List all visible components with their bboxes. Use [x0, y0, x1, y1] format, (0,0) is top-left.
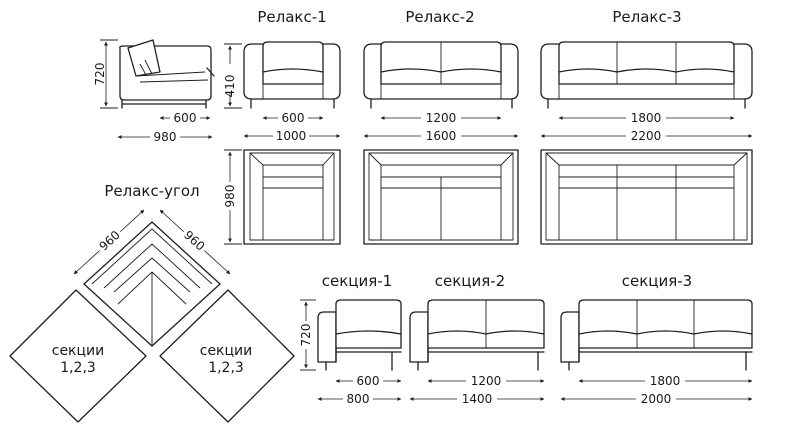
relax-2-width-label: 1600: [426, 129, 457, 143]
title-section-3: секция-3: [622, 272, 692, 290]
title-relax-1: Релакс-1: [257, 8, 326, 26]
relax-3-inner-width-label: 1800: [631, 111, 662, 125]
title-section-1: секция-1: [322, 272, 392, 290]
side-view-drawing: [119, 39, 215, 109]
corner-right-section-block: [159, 289, 295, 423]
side-seat-depth-label: 600: [174, 111, 197, 125]
corner-right-label-line2: 1,2,3: [208, 360, 244, 376]
relax-1-inner-width-label: 600: [282, 111, 305, 125]
corner-left-label-line1: секции: [52, 343, 105, 359]
relax-2-inner-width-label: 1200: [426, 111, 457, 125]
section-1-inner-width-label: 600: [357, 374, 380, 388]
corner-left-section-block: [9, 289, 147, 423]
title-section-2: секция-2: [435, 272, 505, 290]
relax-1-top-view: [243, 149, 341, 245]
relax-3-front-view: [540, 41, 753, 109]
section-3-front-view: [560, 299, 753, 371]
section-3-inner-width-label: 1800: [650, 374, 681, 388]
section-3-width-label: 2000: [641, 392, 672, 406]
relax-3-width-label: 2200: [631, 129, 662, 143]
side-height-label: 720: [93, 63, 107, 86]
relax-1-front-view: [243, 41, 341, 109]
relax-2-top-view: [363, 149, 519, 245]
corner-right-label-line1: секции: [200, 343, 253, 359]
side-depth-label: 980: [154, 130, 177, 144]
title-relax-corner: Релакс-угол: [104, 182, 199, 200]
title-relax-3: Релакс-3: [612, 8, 681, 26]
section-2-inner-width-label: 1200: [471, 374, 502, 388]
section-2-width-label: 1400: [462, 392, 493, 406]
relax-1-depth-label: 980: [223, 185, 237, 208]
relax-1-width-label: 1000: [276, 129, 307, 143]
section-1-front-view: [317, 299, 402, 371]
corner-left-label-line2: 1,2,3: [60, 360, 96, 376]
section-2-front-view: [409, 299, 545, 371]
relax-2-front-view: [363, 41, 519, 109]
title-relax-2: Релакс-2: [405, 8, 474, 26]
relax-3-top-view: [540, 149, 753, 245]
relax-1-height-label: 410: [223, 75, 237, 98]
section-1-height-label: 720: [299, 324, 313, 347]
section-1-width-label: 800: [347, 392, 370, 406]
